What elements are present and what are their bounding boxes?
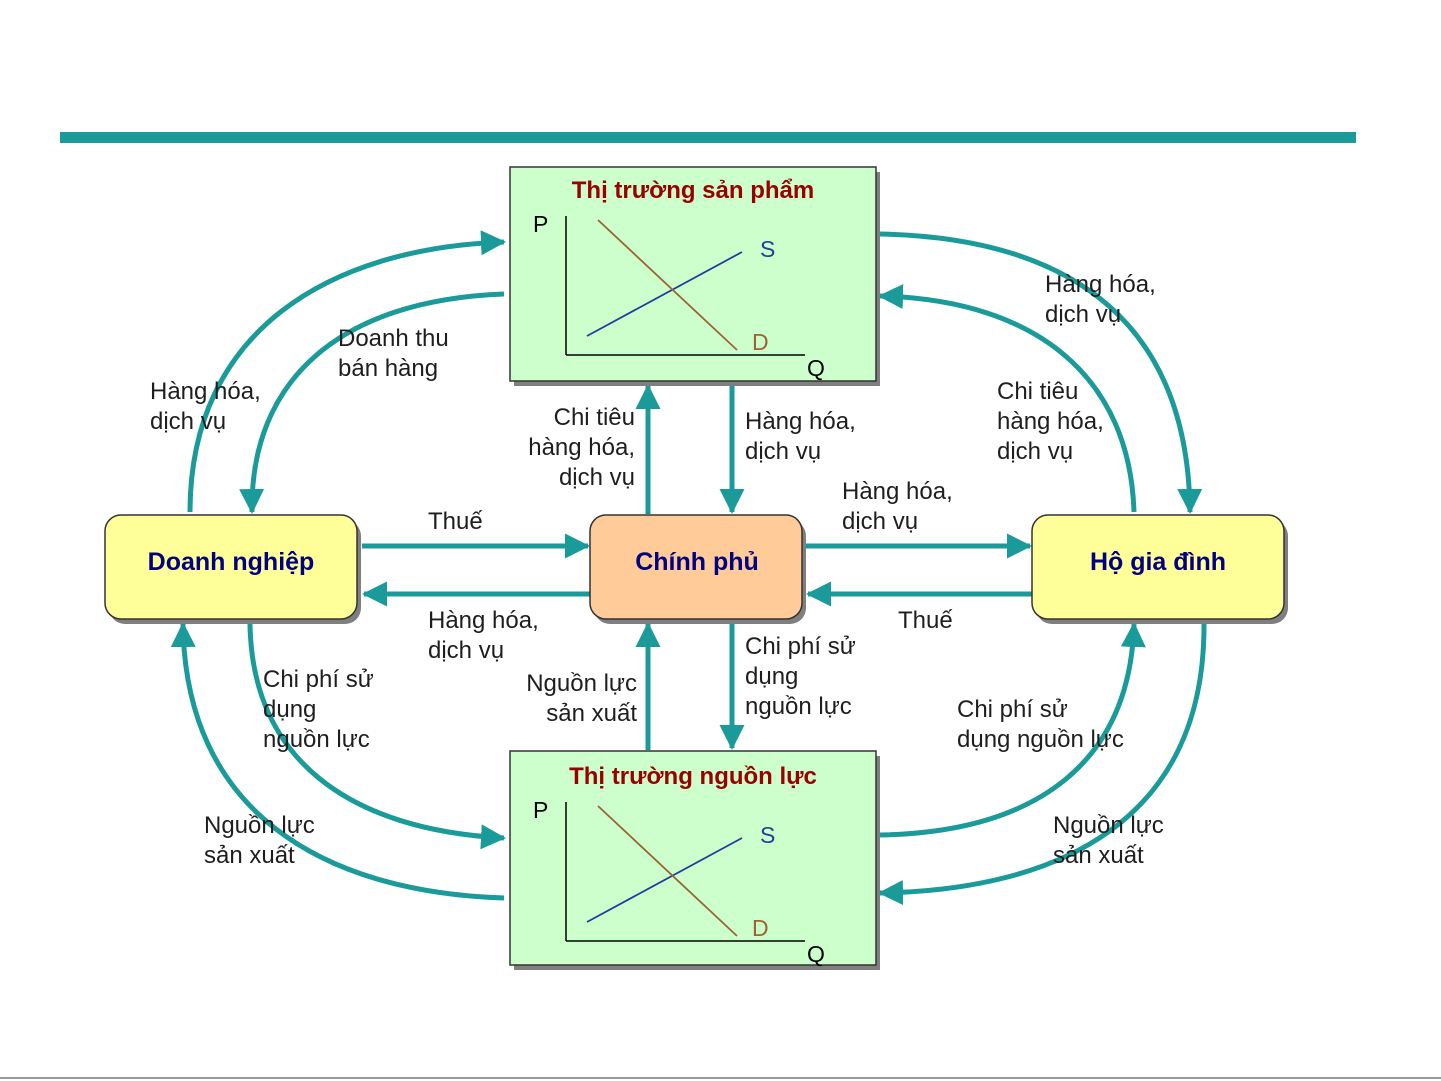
resource-market-supply-label: S xyxy=(760,822,775,848)
label-government-to-product-market-line-1: Chi tiêu xyxy=(554,404,635,431)
households-node-title: Hộ gia đình xyxy=(1090,548,1226,576)
product-market-supply-curve xyxy=(586,251,743,337)
product-market-axis-p: P xyxy=(533,211,548,237)
label-resource-market-to-government: Nguồn lực sản xuất xyxy=(526,670,637,727)
label-government-to-product-market-line-3: dịch vụ xyxy=(559,464,635,491)
flow-labels: Hàng hóa, dịch vụ Doanh thu bán hàng Hàng … xyxy=(150,271,1164,869)
label-government-to-firm-line-1: Hàng hóa, xyxy=(428,607,539,634)
label-product-market-to-government: Hàng hóa, dịch vụ xyxy=(745,408,856,465)
label-firm-to-product-market: Hàng hóa, dịch vụ xyxy=(150,378,261,435)
label-government-to-resource-market: Chi phí sử dụng nguồn lực xyxy=(745,633,856,720)
label-households-to-resource-market: Nguồn lực sản xuất xyxy=(1053,812,1164,869)
label-government-to-resource-market-line-3: nguồn lực xyxy=(745,693,852,720)
label-resource-market-to-households-line-2: dụng nguồn lực xyxy=(957,726,1124,753)
arrow-firm-to-resource-market xyxy=(247,623,506,850)
label-households-to-product-market-line-3: dịch vụ xyxy=(997,438,1073,465)
product-market-demand-curve xyxy=(597,219,738,351)
label-government-to-resource-market-line-1: Chi phí sử xyxy=(745,633,856,660)
label-government-to-firm: Hàng hóa, dịch vụ xyxy=(428,607,539,664)
label-households-to-product-market-line-1: Chi tiêu xyxy=(997,378,1078,405)
label-resource-market-to-government-line-1: Nguồn lực xyxy=(526,670,637,697)
arrow-resource-market-to-firm xyxy=(170,622,505,901)
resource-market-panel xyxy=(509,750,877,966)
flow-arrows xyxy=(170,230,1207,906)
households-node-panel xyxy=(1031,514,1285,620)
label-government-to-product-market-line-2: hàng hóa, xyxy=(528,434,635,461)
label-households-to-resource-market-line-2: sản xuất xyxy=(1053,842,1144,869)
label-product-market-to-households: Hàng hóa, dịch vụ xyxy=(1045,271,1156,328)
resource-market-supply-curve xyxy=(586,837,743,923)
label-product-market-to-government-line-1: Hàng hóa, xyxy=(745,408,856,435)
product-market-title: Thị trường sản phẩm xyxy=(572,177,814,204)
government-node-panel xyxy=(589,514,803,620)
label-resource-market-to-firm-line-1: Nguồn lực xyxy=(204,812,315,839)
header-bar xyxy=(60,132,1356,143)
label-firm-to-resource-market-line-2: dụng xyxy=(263,696,316,723)
resource-market-title: Thị trường nguồn lực xyxy=(569,763,817,790)
product-market-demand-label: D xyxy=(752,329,769,355)
label-firm-to-product-market-line-2: dịch vụ xyxy=(150,408,226,435)
label-resource-market-to-government-line-2: sản xuất xyxy=(546,700,637,727)
firms-node-title: Doanh nghiệp xyxy=(148,548,315,576)
label-government-to-households-line-1: Hàng hóa, xyxy=(842,478,953,505)
label-government-to-households: Hàng hóa, dịch vụ xyxy=(842,478,953,535)
arrow-firm-to-product-market xyxy=(187,230,506,513)
product-market-axis-q: Q xyxy=(807,355,825,381)
label-households-to-product-market-line-2: hàng hóa, xyxy=(997,408,1104,435)
arrow-product-market-to-firm xyxy=(239,291,505,514)
arrow-resource-market-to-households xyxy=(878,623,1207,906)
households-node: Hộ gia đình xyxy=(1031,514,1288,624)
label-households-to-government: Thuế xyxy=(898,607,953,634)
label-firm-to-government-line-1: Thuế xyxy=(428,508,483,535)
government-node: Chính phủ xyxy=(589,514,806,624)
label-firm-to-resource-market-line-1: Chi phí sử xyxy=(263,666,374,693)
label-households-to-product-market: Chi tiêu hàng hóa, dịch vụ xyxy=(997,378,1104,465)
label-product-market-to-firm-line-2: bán hàng xyxy=(338,355,438,382)
firms-node-panel xyxy=(104,514,358,620)
label-product-market-to-households-line-1: Hàng hóa, xyxy=(1045,271,1156,298)
label-resource-market-to-households-line-1: Chi phí sử xyxy=(957,696,1068,723)
resource-market-demand-label: D xyxy=(752,915,769,941)
arrow-households-to-resource-market xyxy=(879,622,1146,838)
label-product-market-to-government-line-2: dịch vụ xyxy=(745,438,821,465)
label-product-market-to-households-line-2: dịch vụ xyxy=(1045,301,1121,328)
label-firm-to-government: Thuế xyxy=(428,508,483,535)
label-government-to-households-line-2: dịch vụ xyxy=(842,508,918,535)
product-market-box: Thị trường sản phẩm P Q S D xyxy=(509,166,880,386)
product-market-supply-label: S xyxy=(760,236,775,262)
label-firm-to-resource-market-line-3: nguồn lực xyxy=(263,726,370,753)
label-resource-market-to-households: Chi phí sử dụng nguồn lực xyxy=(957,696,1124,753)
resource-market-demand-curve xyxy=(597,805,738,937)
resource-market-axis-p: P xyxy=(533,797,548,823)
label-government-to-firm-line-2: dịch vụ xyxy=(428,637,504,664)
government-node-title: Chính phủ xyxy=(635,548,759,576)
resource-market-box: Thị trường nguồn lực P Q S D xyxy=(509,750,880,970)
label-resource-market-to-firm: Nguồn lực sản xuất xyxy=(204,812,315,869)
label-resource-market-to-firm-line-2: sản xuất xyxy=(204,842,295,869)
label-households-to-government-line-1: Thuế xyxy=(898,607,953,634)
label-households-to-resource-market-line-1: Nguồn lực xyxy=(1053,812,1164,839)
product-market-panel xyxy=(509,166,877,382)
label-product-market-to-firm: Doanh thu bán hàng xyxy=(338,325,449,382)
label-government-to-product-market: Chi tiêu hàng hóa, dịch vụ xyxy=(528,404,635,491)
firms-node: Doanh nghiệp xyxy=(104,514,361,624)
arrow-product-market-to-households xyxy=(879,231,1203,514)
resource-market-axis-q: Q xyxy=(807,941,825,967)
label-government-to-resource-market-line-2: dụng xyxy=(745,663,798,690)
arrow-households-to-product-market xyxy=(878,284,1137,513)
label-firm-to-resource-market: Chi phí sử dụng nguồn lực xyxy=(263,666,374,753)
label-firm-to-product-market-line-1: Hàng hóa, xyxy=(150,378,261,405)
label-product-market-to-firm-line-1: Doanh thu xyxy=(338,325,449,352)
